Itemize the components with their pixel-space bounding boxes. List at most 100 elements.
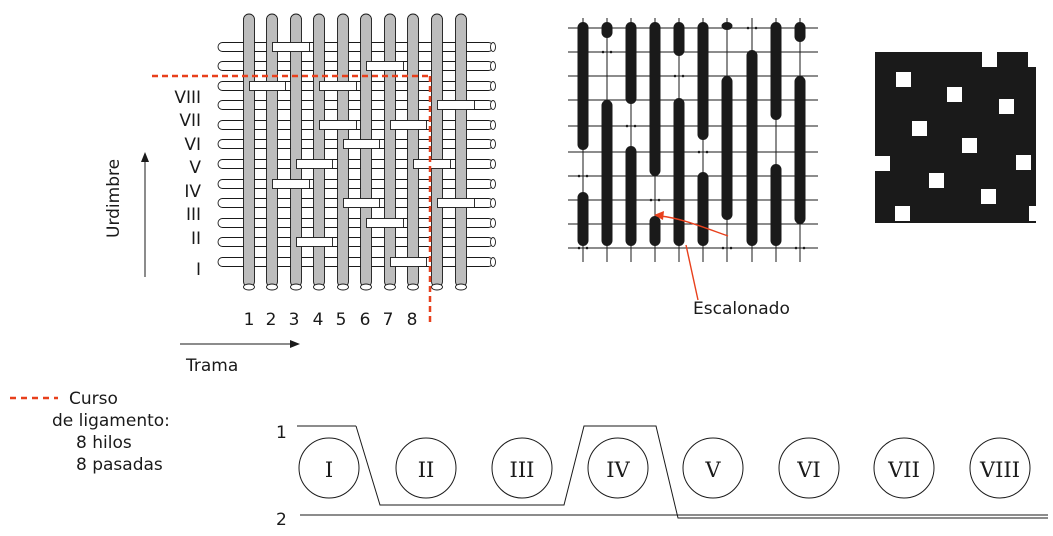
cross-mark — [673, 74, 677, 78]
warp-float — [794, 22, 806, 42]
weave-interlacing-diagram — [10, 13, 496, 400]
warp-end — [455, 283, 467, 291]
legend-line-3: 8 hilos — [76, 433, 132, 453]
legend-line-4: 8 pasadas — [76, 455, 163, 475]
warp-float — [577, 192, 589, 246]
row-label-vi: VI — [184, 135, 201, 155]
col-label-1: 1 — [243, 310, 255, 330]
warp-float — [625, 22, 637, 104]
warp-thread — [243, 13, 255, 288]
warp-float — [721, 76, 733, 220]
pick-circle — [969, 437, 1031, 499]
cross-mark — [601, 50, 605, 54]
legend-line-2: de ligamento: — [52, 411, 170, 431]
warp-thread — [337, 13, 349, 288]
circle-label-viii: VIII — [979, 458, 1021, 482]
cross-mark — [729, 246, 733, 250]
pattern-dot — [895, 206, 910, 221]
pick-circle — [587, 437, 649, 499]
row-label-vii: VII — [179, 111, 201, 131]
pick-circle — [778, 437, 840, 499]
warp-float — [770, 164, 782, 246]
cross-mark — [721, 98, 725, 102]
cross-mark — [729, 98, 733, 102]
pick-circle — [298, 437, 360, 499]
cross-mark — [681, 74, 685, 78]
level-bottom-label: 2 — [276, 510, 287, 530]
col-label-3: 3 — [288, 310, 300, 330]
warp-float — [794, 76, 806, 224]
cross-mark — [794, 246, 798, 250]
cross-mark — [721, 246, 725, 250]
weave-surface-pattern — [875, 52, 1044, 223]
warp-float — [746, 50, 758, 246]
pattern-dot — [947, 87, 962, 102]
pattern-dot — [912, 121, 927, 136]
pattern-dot — [982, 52, 997, 67]
warp-float — [697, 172, 709, 246]
weft-end — [490, 257, 496, 267]
weft-float — [296, 237, 333, 247]
row-label-viii: VIII — [174, 88, 201, 108]
weft-float — [343, 198, 380, 208]
warp-float — [649, 22, 661, 176]
trama-arrow-head — [290, 340, 300, 348]
cross-mark — [754, 26, 758, 30]
weft-end — [490, 81, 496, 91]
cross-mark — [577, 174, 581, 178]
cross-mark — [705, 150, 709, 154]
circle-label-i: I — [324, 458, 334, 482]
binding-path — [355, 425, 1048, 519]
warp-thread — [455, 13, 467, 288]
warp-thread — [360, 13, 372, 288]
cross-mark — [577, 246, 581, 250]
weft-thread — [217, 218, 494, 228]
weft-thread — [217, 179, 494, 189]
pattern-dot — [981, 189, 996, 204]
weft-float — [390, 120, 427, 130]
cross-mark — [697, 150, 701, 154]
cross-mark — [633, 124, 637, 128]
weft-float — [319, 81, 357, 91]
warp-float — [673, 22, 685, 56]
pattern-dot — [1029, 206, 1044, 221]
col-label-5: 5 — [335, 310, 347, 330]
weft-end — [490, 120, 496, 130]
weft-float — [272, 42, 310, 52]
warp-end — [431, 283, 443, 291]
pick-circle — [395, 437, 457, 499]
warp-float — [601, 100, 613, 246]
circle-label-iii: III — [509, 458, 535, 482]
cross-mark — [778, 50, 782, 54]
legend-line-1: Curso — [69, 389, 118, 409]
pattern-dot — [929, 173, 944, 188]
pattern-dot — [875, 156, 890, 171]
row-label-ii: II — [190, 229, 201, 249]
weft-float — [390, 257, 427, 267]
weft-end — [490, 139, 496, 149]
cross-mark — [649, 198, 653, 202]
row-label-i: I — [195, 260, 201, 280]
row-label-v: V — [189, 158, 201, 178]
warp-float — [721, 22, 733, 30]
circle-label-ii: II — [417, 458, 435, 482]
cross-mark — [770, 50, 774, 54]
binding-sequence-chart — [297, 425, 1048, 519]
pick-circle — [873, 437, 935, 499]
pattern-dot — [1028, 52, 1043, 67]
warp-thread — [407, 13, 419, 288]
escalonado-label: Escalonado — [693, 299, 790, 319]
weft-float — [437, 198, 475, 208]
pattern-dot — [896, 72, 911, 87]
weft-end — [490, 100, 496, 110]
warp-end — [407, 283, 419, 291]
row-label-iv: IV — [184, 182, 201, 202]
circle-label-vii: VII — [888, 458, 920, 482]
trama-label: Trama — [186, 356, 239, 376]
warp-thread — [384, 13, 396, 288]
pattern-dot — [1016, 155, 1031, 170]
weft-float — [366, 218, 404, 228]
weft-thread — [217, 237, 494, 247]
escalonado-arrow-curve — [659, 215, 729, 237]
